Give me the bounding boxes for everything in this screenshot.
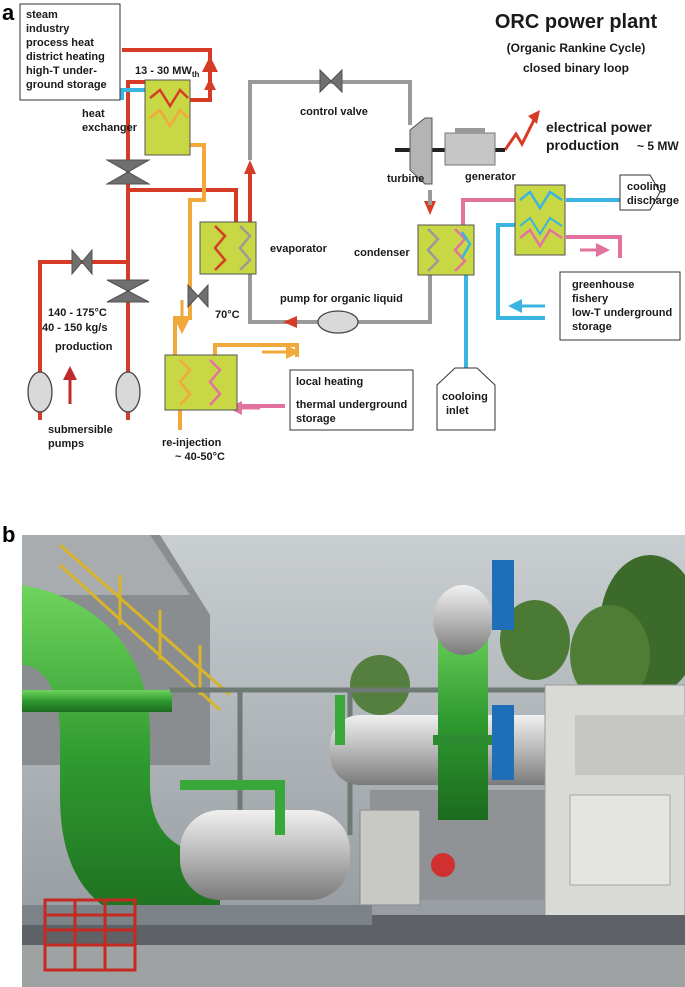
reinjection-label-2: ~ 40-50°C [175, 451, 225, 463]
generator-label: generator [465, 171, 516, 183]
local-heating-line-2: thermal underground [296, 399, 407, 411]
uses-line-4: district heating [26, 51, 105, 63]
turbine-label: turbine [387, 173, 424, 185]
blue-actuator-bottom [492, 705, 514, 780]
red-cart [43, 898, 137, 972]
condenser-label: condenser [354, 247, 410, 259]
production-label: production [55, 341, 113, 353]
control-valve-label: control valve [300, 106, 368, 118]
control-valve-icon [319, 68, 343, 94]
column-flange [433, 735, 493, 745]
submersible-label-2: pumps [48, 438, 84, 450]
production-temp-label: 140 - 175°C [48, 307, 107, 319]
cooling-inlet-label-2: inlet [446, 405, 469, 417]
small-green-pipes [180, 695, 345, 835]
control-panel [359, 809, 421, 906]
local-heating-box [289, 369, 414, 431]
submersible-pump-left-icon [27, 371, 53, 413]
valve-70c-icon [187, 283, 209, 309]
greenhouse-line-2: fishery [572, 293, 609, 305]
greenhouse-line-4: storage [572, 321, 612, 333]
diagram-title: ORC power plant [495, 11, 658, 33]
silver-vessel-lower [180, 810, 350, 900]
bypass-valve-icon [71, 248, 93, 276]
electrical-label-2: production [546, 137, 619, 153]
greenhouse-line-1: greenhouse [572, 279, 634, 291]
cabinet-door [569, 794, 671, 886]
blue-actuator-top [492, 560, 514, 630]
heat-output-label: 13 - 30 MWth [135, 65, 200, 79]
turbine-icon [409, 117, 433, 185]
guard-rail [22, 905, 372, 925]
local-heating-line-1: local heating [296, 376, 363, 388]
green-pipe-horizontal [22, 690, 172, 712]
cooling-discharge-label-2: discharge [627, 195, 679, 207]
uses-box [19, 3, 121, 101]
reinjection-label-1: re-injection [162, 437, 222, 449]
organic-loop-pipes [248, 80, 432, 324]
column-top-dome [433, 585, 493, 655]
submersible-pump-right-icon [115, 371, 141, 413]
submersible-label-1: submersible [48, 424, 113, 436]
panel-b-letter: b [2, 522, 15, 547]
heat-exchanger-label-2: exchanger [82, 122, 138, 134]
diagram-subtitle-2: closed binary loop [523, 61, 629, 75]
greenhouse-box [559, 271, 681, 341]
lower-valve-icon [106, 290, 150, 303]
diagram-subtitle-1: (Organic Rankine Cycle) [507, 41, 646, 55]
panel-b-letter-holder: b [2, 522, 15, 547]
uses-line-6: ground storage [26, 79, 107, 91]
local-heating-line-3: storage [296, 413, 336, 425]
valves [71, 68, 343, 309]
evaporator-label: evaporator [270, 243, 328, 255]
plant-photo [22, 535, 685, 987]
trees [350, 555, 685, 715]
generator-top-icon [455, 128, 485, 133]
production-flow-label: 40 - 150 kg/s [42, 322, 107, 334]
diagram-labels: steam industry process heat district hea… [26, 9, 679, 463]
cooling-inlet-label-1: cooloing [442, 391, 488, 403]
large-green-pipe [22, 585, 220, 935]
cooling-discharge-box [619, 174, 661, 211]
generator-icon [444, 132, 496, 166]
uses-line-3: process heat [26, 37, 94, 49]
temp-70-label: 70°C [215, 309, 240, 321]
organic-pump-icon [317, 310, 359, 334]
orc-diagram: a ORC power plant (Organic Rankine Cycle… [2, 0, 681, 463]
electric-bolt-icon [503, 117, 537, 151]
concrete-slab [22, 945, 685, 987]
electric-bolt-tip-icon [528, 110, 540, 124]
panel-a-label: a [2, 0, 15, 25]
fan-logo-icon [431, 853, 455, 877]
cooling-discharge-label-1: cooling [627, 181, 666, 193]
greenhouse-line-3: low-T underground [572, 307, 672, 319]
electrical-value: ~ 5 MW [637, 139, 679, 153]
production-valve-icon [105, 171, 151, 185]
heat-exchangers [144, 79, 566, 411]
cabinet-vent [575, 715, 685, 775]
flow-arrows [63, 56, 610, 415]
uses-line-5: high-T under- [26, 65, 97, 77]
organic-pump-label: pump for organic liquid [280, 293, 403, 305]
cooling-inlet-box [436, 367, 496, 431]
uses-line-2: industry [26, 23, 70, 35]
uses-line-1: steam [26, 9, 58, 21]
electrical-label-1: electrical power [546, 119, 652, 135]
heat-exchanger-label-1: heat [82, 108, 105, 120]
